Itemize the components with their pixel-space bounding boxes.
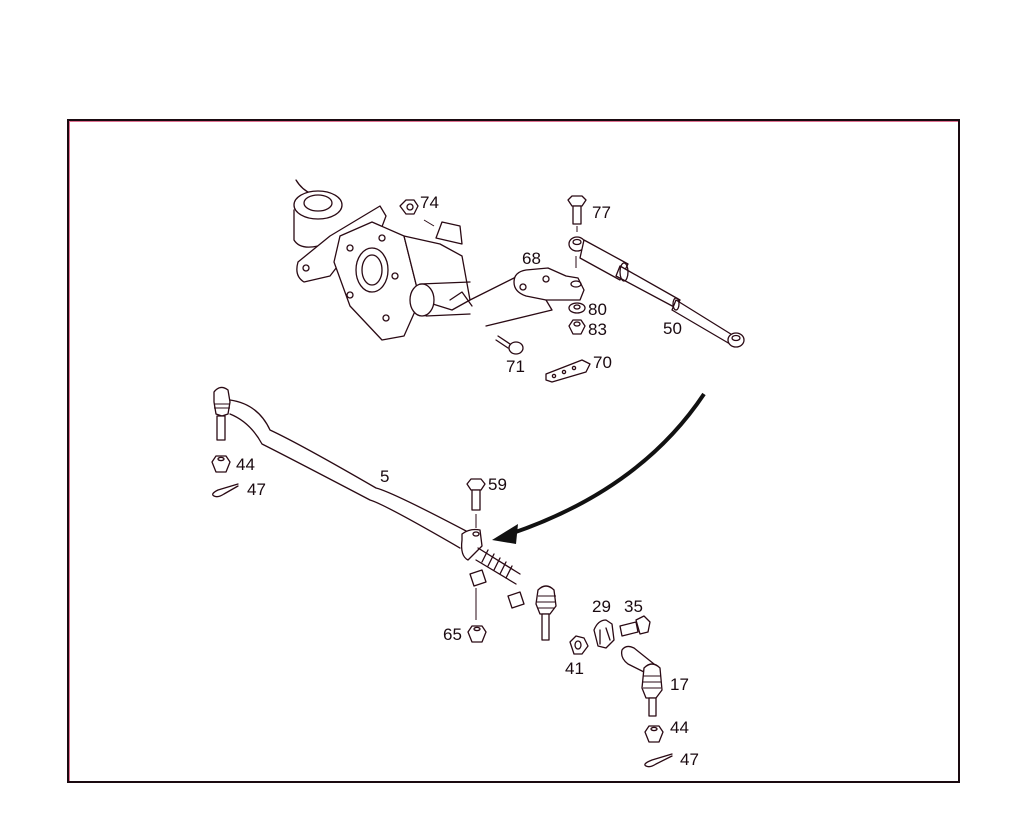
callout-44-left: 44 <box>236 455 255 474</box>
diagram-frame <box>67 119 960 783</box>
part-50-steering-damper <box>568 236 745 348</box>
callout-71: 71 <box>506 357 525 376</box>
part-47-cotter-pin-right <box>644 753 673 768</box>
part-83-nut <box>568 319 586 335</box>
callout-47-right: 47 <box>680 750 699 769</box>
part-17-tie-rod-end <box>620 645 663 717</box>
callout-41: 41 <box>565 659 584 678</box>
assembly-arrow-icon <box>492 392 706 544</box>
callout-17: 17 <box>670 675 689 694</box>
part-44-castle-nut-left <box>211 455 231 473</box>
callout-68: 68 <box>522 249 541 268</box>
callout-83: 83 <box>588 320 607 339</box>
callout-70: 70 <box>593 353 612 372</box>
callout-50: 50 <box>663 319 682 338</box>
part-65-nut <box>467 588 487 643</box>
callout-77: 77 <box>592 203 611 222</box>
part-74-nut <box>399 199 435 227</box>
callout-44-right: 44 <box>670 718 689 737</box>
callout-47-left: 47 <box>247 480 266 499</box>
part-41-nut <box>569 635 589 655</box>
part-44-castle-nut-right <box>644 725 664 743</box>
callout-59: 59 <box>488 475 507 494</box>
part-77-bolt <box>567 195 587 232</box>
callout-5: 5 <box>380 467 389 486</box>
part-35-bolt <box>619 615 651 637</box>
part-68-bracket <box>485 256 585 327</box>
callout-74: 74 <box>420 193 439 212</box>
part-5-tie-rod <box>213 386 557 641</box>
part-47-cotter-pin-left <box>212 483 239 498</box>
callout-29: 29 <box>592 597 611 616</box>
callout-65: 65 <box>443 625 462 644</box>
part-80-washer <box>568 302 586 314</box>
steering-gear-housing <box>293 179 519 341</box>
callout-80: 80 <box>588 300 607 319</box>
part-71-bolt <box>495 335 524 355</box>
callout-35: 35 <box>624 597 643 616</box>
part-70-plate <box>545 359 591 383</box>
part-59-bolt <box>466 478 486 528</box>
part-29-clamp <box>593 619 615 649</box>
